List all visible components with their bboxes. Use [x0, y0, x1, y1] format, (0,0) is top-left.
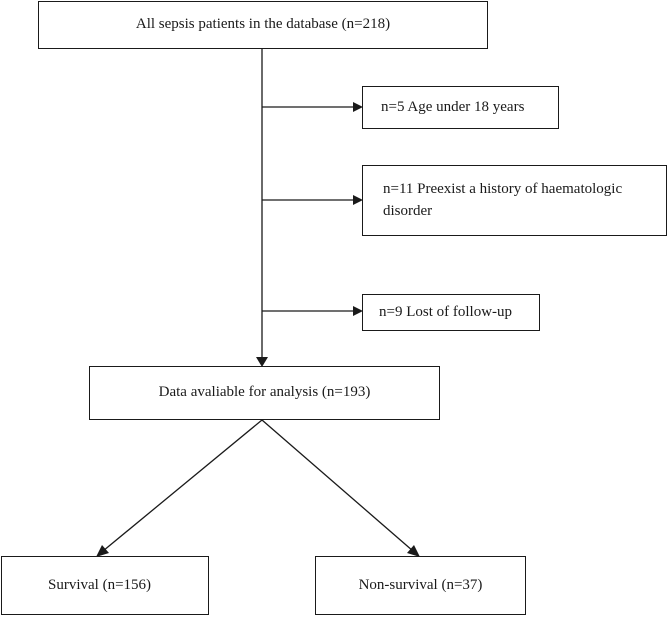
survival-arrowhead [96, 545, 109, 557]
all-patients-text: All sepsis patients in the database (n=2… [135, 16, 391, 33]
exclusion-box-follow-up: n=9 Lost of follow-up [362, 294, 540, 331]
branch-arrowhead-1 [353, 102, 363, 112]
analysis-box: Data avaliable for analysis (n=193) [89, 366, 440, 420]
survival-connector [102, 419, 263, 552]
exclusion-text-age: n=5 Age under 18 years [381, 98, 525, 115]
all-patients-box: All sepsis patients in the database (n=2… [38, 1, 488, 49]
non-survival-box: Non-survival (n=37) [315, 556, 526, 615]
exclusion-text-haematologic: n=11 Preexist a history of haematologic … [383, 180, 623, 219]
branch-arrowhead-3 [353, 306, 363, 316]
survival-text: Survival (n=156) [48, 576, 152, 593]
non-survival-arrowhead [407, 545, 420, 557]
branch-arrowhead-2 [353, 195, 363, 205]
exclusion-box-haematologic: n=11 Preexist a history of haematologic … [362, 165, 667, 236]
exclusion-text-follow-up: n=9 Lost of follow-up [379, 303, 513, 320]
exclusion-box-age: n=5 Age under 18 years [362, 86, 559, 129]
trunk-arrowhead [256, 357, 268, 367]
non-survival-text: Non-survival (n=37) [358, 576, 483, 593]
non-survival-connector [261, 419, 414, 552]
survival-box: Survival (n=156) [1, 556, 209, 615]
analysis-text: Data avaliable for analysis (n=193) [158, 384, 371, 401]
